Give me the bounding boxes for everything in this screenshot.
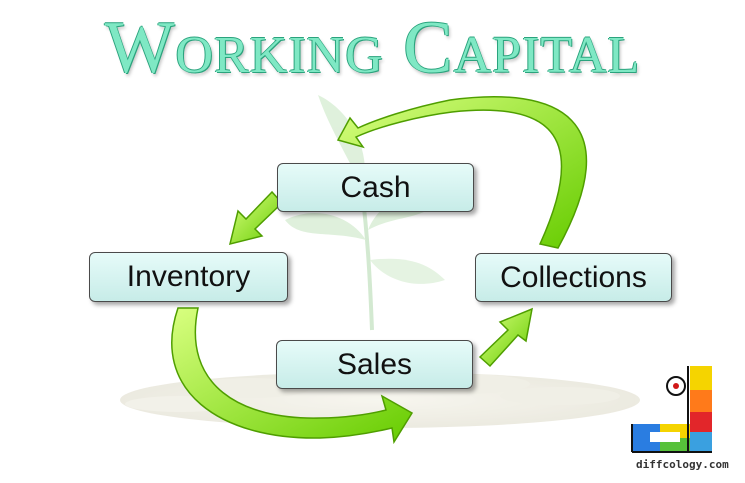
arrow-inventory-to-sales — [171, 307, 414, 445]
node-sales: Sales — [276, 340, 473, 389]
node-collections: Collections — [475, 253, 672, 302]
arrow-collections-to-cash — [336, 96, 588, 249]
node-inventory: Inventory — [89, 252, 288, 302]
page-title: Working Capital — [104, 7, 641, 89]
diffcology-logo — [631, 366, 712, 453]
arrow-sales-to-collections — [478, 307, 533, 368]
watermark-text: diffcology.com — [636, 458, 729, 471]
node-cash: Cash — [277, 163, 474, 212]
arrow-cash-to-inventory — [228, 190, 284, 246]
